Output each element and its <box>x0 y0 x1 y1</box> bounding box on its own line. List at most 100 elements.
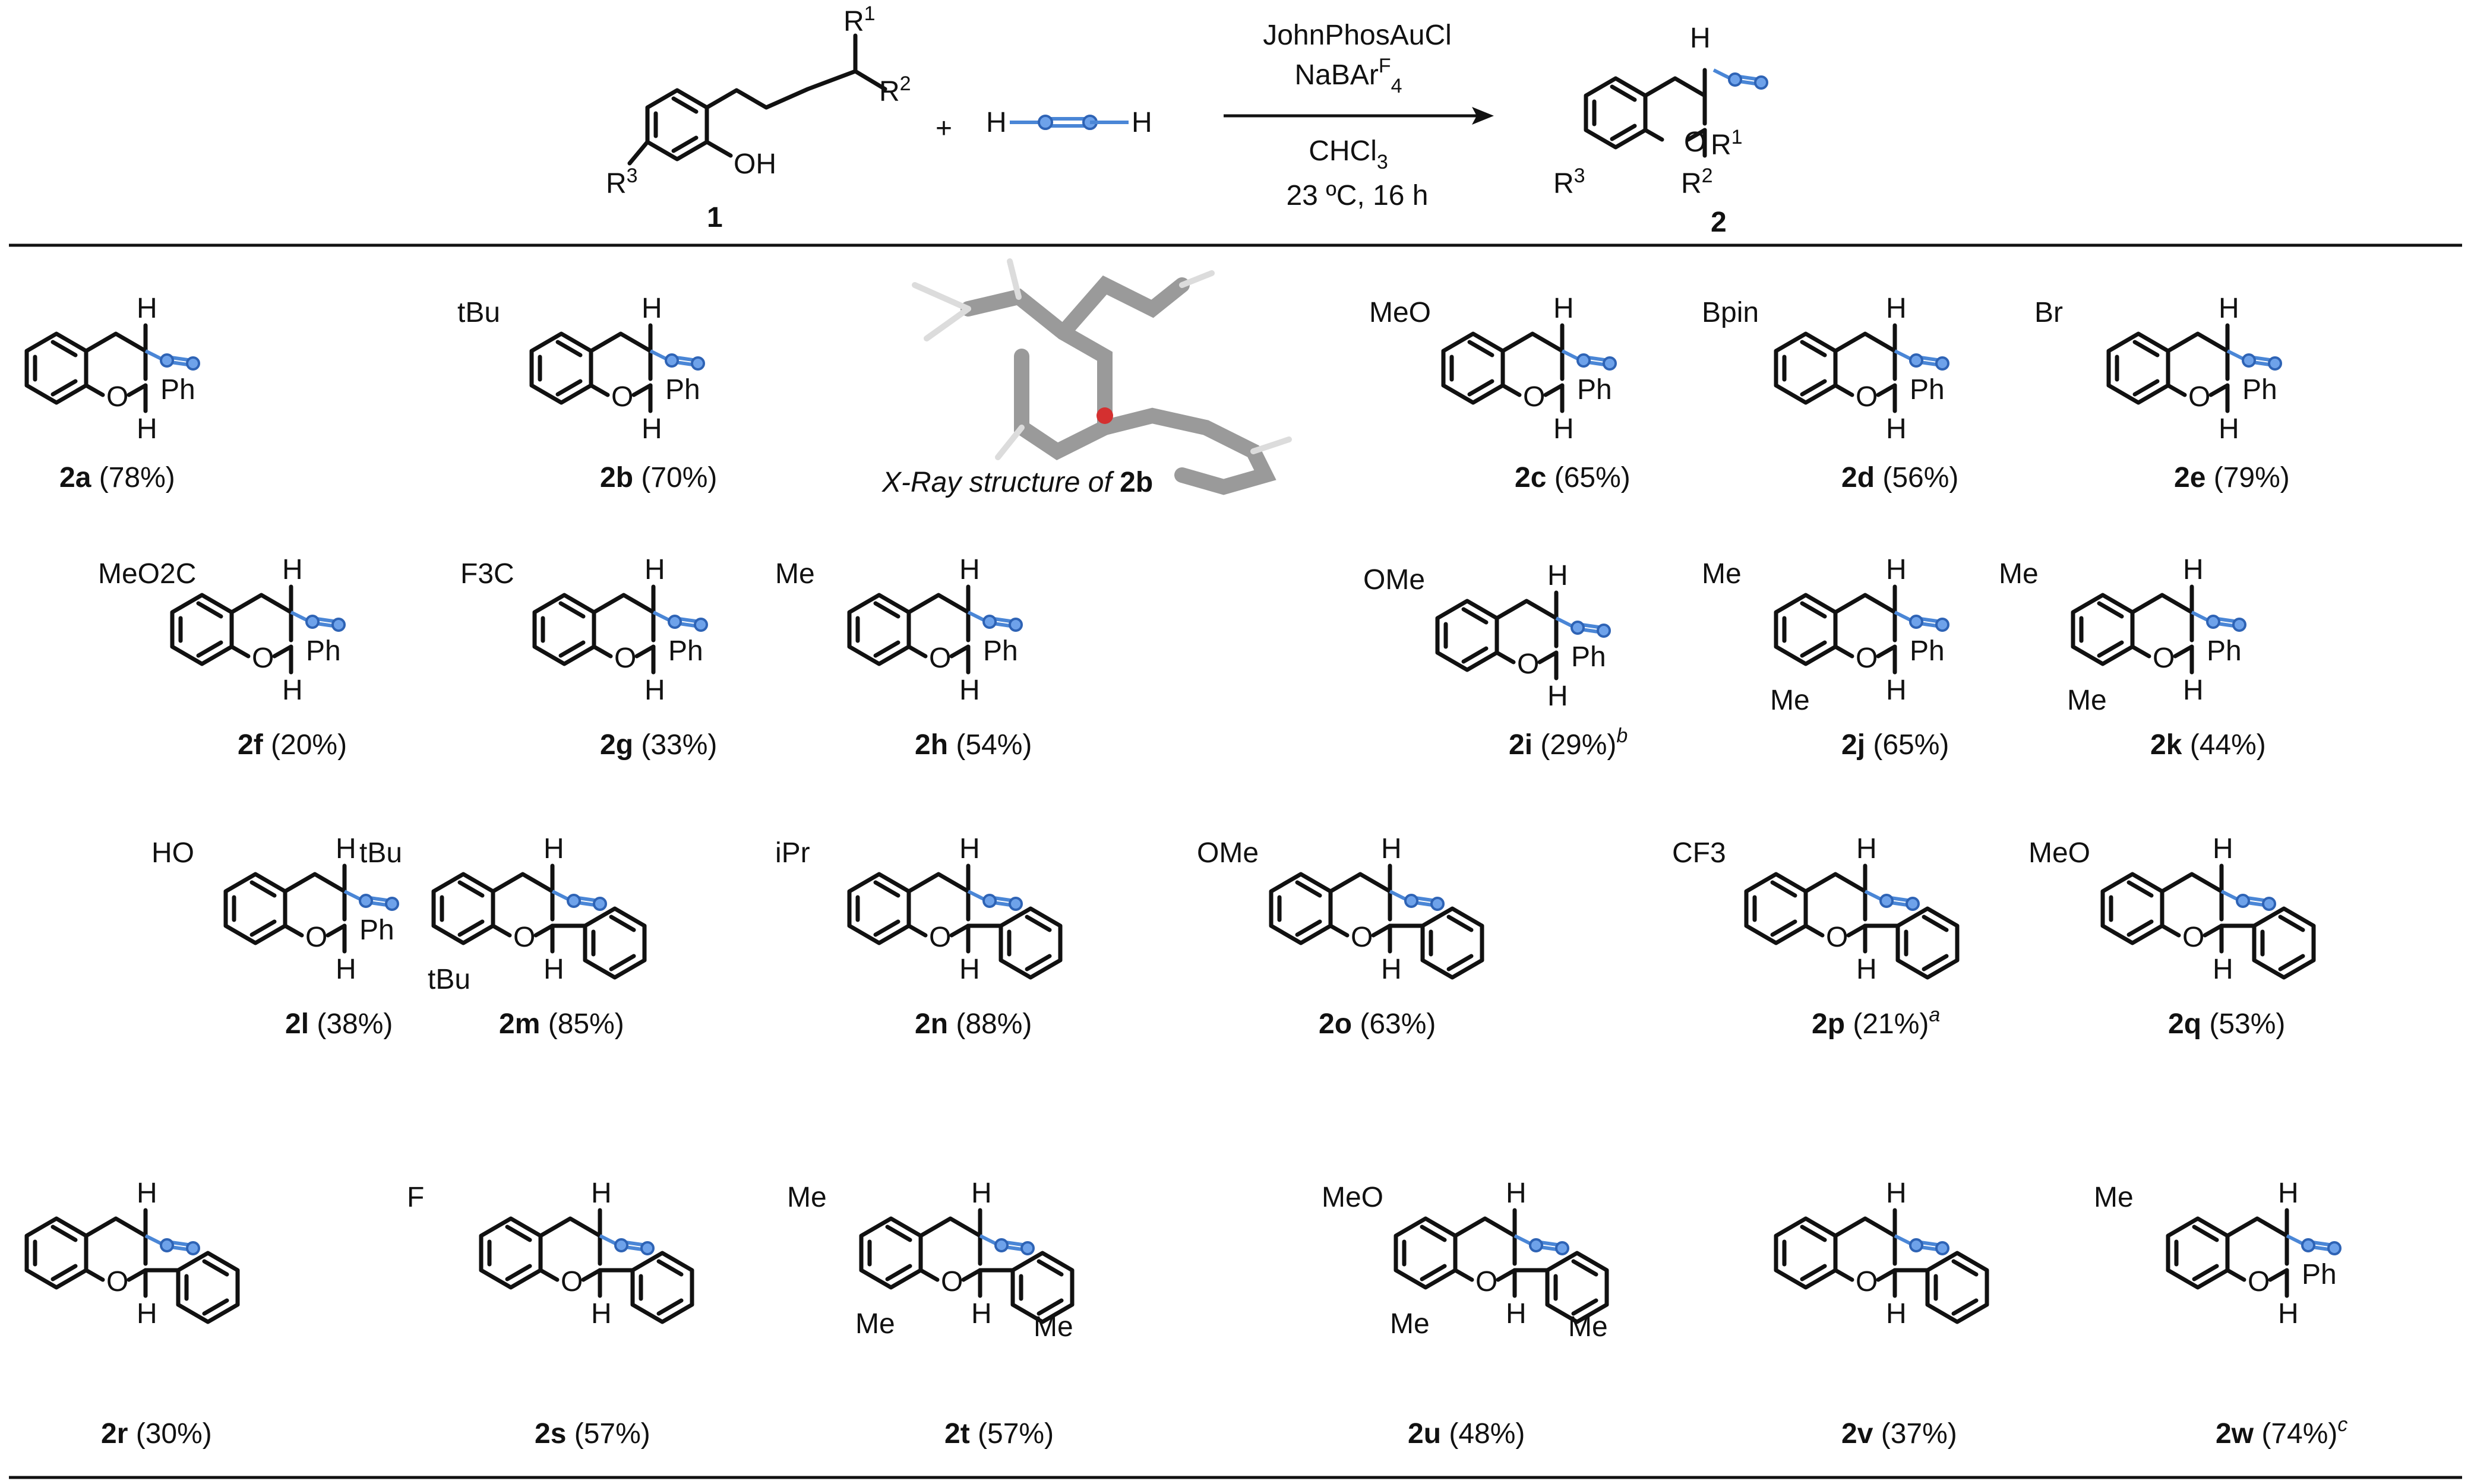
allene-group <box>2222 891 2275 910</box>
allene-group <box>291 612 345 631</box>
substituent-label: tBu <box>359 837 402 869</box>
substituent-label-2: Me <box>1770 685 1810 716</box>
o-label: O <box>561 1266 583 1298</box>
h-label-lower: H <box>1856 954 1877 985</box>
allene-group <box>1895 351 1948 369</box>
o-label: O <box>1475 1266 1497 1298</box>
h-label-lower: H <box>336 954 356 985</box>
h-label-lower: H <box>971 1298 992 1330</box>
substituent-label: Me <box>1702 558 1742 590</box>
h-label: H <box>591 1178 612 1209</box>
catalyst-label: JohnPhosAuCl <box>1263 20 1452 51</box>
allene-group <box>650 351 704 369</box>
substituent-label-2: Me <box>855 1308 895 1340</box>
product-o-label: O <box>1684 126 1706 158</box>
allene-group <box>653 612 707 631</box>
substituent-label-2: Me <box>1390 1308 1430 1340</box>
allene-group <box>1515 1236 1568 1254</box>
substituent-label: CF3 <box>1672 837 1726 869</box>
aryl-label: Ph <box>1910 635 1945 667</box>
reaction-arrow: JohnPhosAuCl NaBArF4 CHCl3 23 ºC, 16 h <box>1224 20 1494 211</box>
allene-group <box>1895 1236 1948 1254</box>
substituent-label: tBu <box>457 297 500 328</box>
r1-label: R1 <box>843 2 876 37</box>
h-label: H <box>2278 1178 2299 1209</box>
product-h-label: H <box>1690 23 1711 54</box>
substituent-label: Me <box>2094 1182 2134 1213</box>
h-left-label: H <box>986 107 1007 138</box>
h-label: H <box>544 833 564 865</box>
product-r1-label: R1 <box>1711 126 1743 161</box>
o-label: O <box>929 643 951 674</box>
plus-sign: + <box>936 113 952 144</box>
substituent-label: OMe <box>1363 564 1425 596</box>
h-label-lower: H <box>1886 1298 1907 1330</box>
h-right-label: H <box>1132 107 1152 138</box>
aryl-label: Ph <box>359 915 394 946</box>
substituent-label: Me <box>775 558 815 590</box>
aryl-label: Ph <box>1577 374 1612 406</box>
compound-label-1: 1 <box>707 202 723 233</box>
aryl-label: Ph <box>306 635 341 667</box>
o-label: O <box>2182 922 2204 953</box>
h-label: H <box>959 833 980 865</box>
o-label: O <box>106 1266 128 1298</box>
aryl-label: Ph <box>2207 635 2242 667</box>
h-label-lower: H <box>2278 1298 2299 1330</box>
compound-label: 2j (65%) <box>1841 729 1949 761</box>
substituent-label: MeO2C <box>98 558 196 590</box>
allene-group <box>146 351 199 369</box>
o-label: O <box>513 922 535 953</box>
xray-caption: X-Ray structure of 2b <box>881 467 1153 498</box>
h-label-lower: H <box>1553 413 1574 445</box>
substituent-label-2: Me <box>2067 685 2107 716</box>
diyne-reagent: H H <box>986 107 1152 138</box>
compound-label: 2v (37%) <box>1841 1418 1957 1450</box>
o-label: O <box>252 643 274 674</box>
o-label: O <box>1856 643 1878 674</box>
h-label-lower: H <box>137 413 157 445</box>
compound-label: 2l (38%) <box>285 1008 393 1040</box>
substituent-label: F <box>407 1182 424 1213</box>
h-label: H <box>1381 833 1402 865</box>
aryl-label: Ph <box>1910 374 1945 406</box>
allene-group <box>1390 891 1443 910</box>
allene-group <box>552 891 606 910</box>
o-label: O <box>941 1266 963 1298</box>
h-label-lower: H <box>1886 413 1907 445</box>
allene-group <box>600 1236 653 1254</box>
substituent-label: Bpin <box>1702 297 1759 328</box>
aryl-ring <box>1423 909 1482 977</box>
compound-label: 2c (65%) <box>1515 462 1631 493</box>
allene-group <box>1556 618 1610 637</box>
h-label: H <box>1506 1178 1527 1209</box>
aryl-ring <box>1927 1253 1987 1322</box>
substituent-label-2: tBu <box>428 964 470 995</box>
h-label: H <box>1886 554 1907 586</box>
o-label: O <box>106 381 128 413</box>
o-label: O <box>1826 922 1848 953</box>
allene-group <box>1562 351 1616 369</box>
h-label-lower: H <box>591 1298 612 1330</box>
o-label: O <box>1517 648 1539 680</box>
o-label: O <box>2153 643 2175 674</box>
h-label: H <box>1886 1178 1907 1209</box>
o-label: O <box>2188 381 2210 413</box>
allene-group <box>1895 612 1948 631</box>
h-label: H <box>137 1178 157 1209</box>
h-label-lower: H <box>644 675 665 706</box>
o-label: O <box>1856 1266 1878 1298</box>
reaction-scheme: R1 R2 OH R3 1 + H H JohnPhosAuCl NaBArF4… <box>606 2 1767 238</box>
xray-structure-image: X-Ray structure of 2b <box>881 258 1292 498</box>
substituent-label: MeO <box>1322 1182 1383 1213</box>
